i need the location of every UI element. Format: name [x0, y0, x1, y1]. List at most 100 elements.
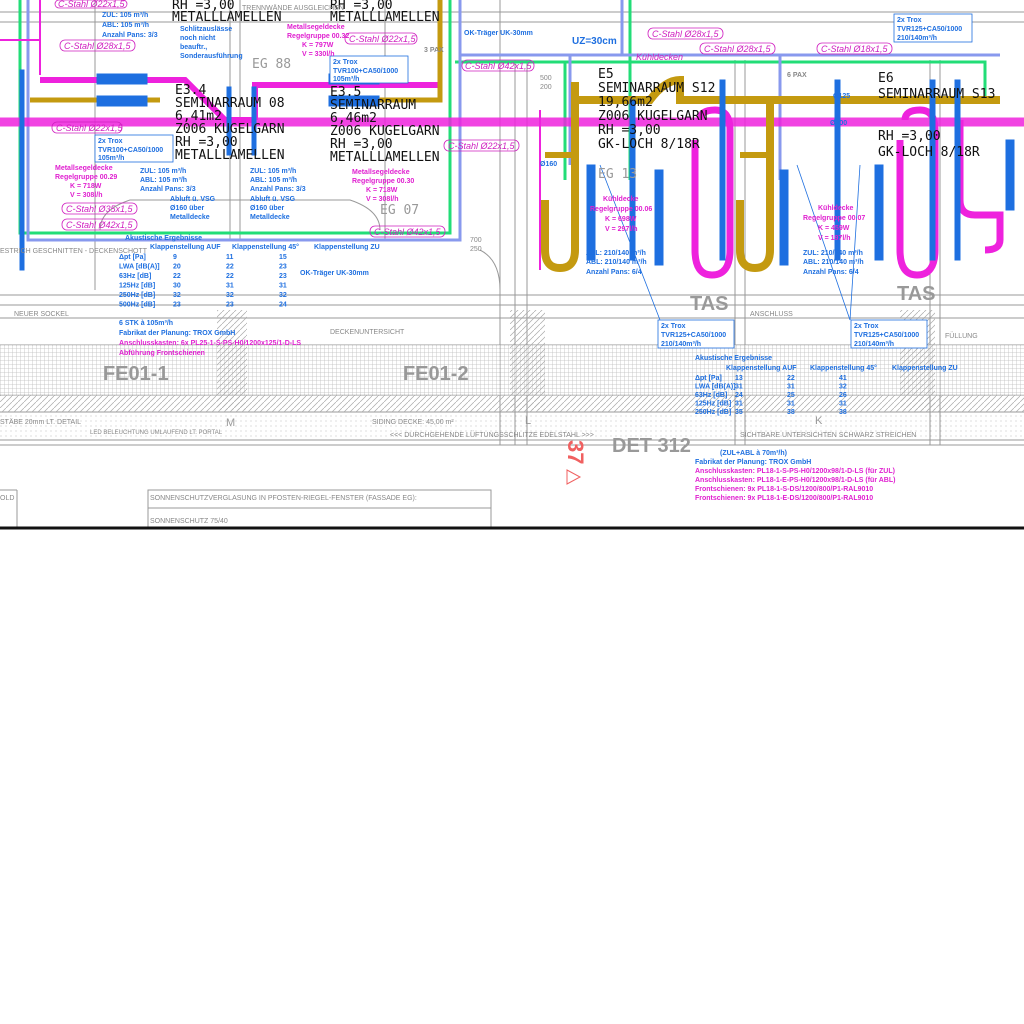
note: Frontschienen: 9x PL18-1-E-DS/1200/800/P…	[695, 495, 873, 502]
cooling-group: Metallsegeldecke Regelgruppe 00.32 K = 7…	[287, 24, 349, 58]
table-cell: 22	[226, 264, 234, 271]
trox-type: TVR125+CA50/1000	[897, 26, 962, 33]
abl: ABL: 210/140 m³/h	[586, 259, 647, 266]
note: NEUER SOCKEL	[14, 311, 69, 318]
table-cell: 23	[173, 302, 181, 309]
note: ANSCHLUSS	[750, 311, 793, 318]
cooling-group: Kühldecke Regelgruppe 00.07 K = 459W V =…	[803, 205, 865, 242]
cool-v: V = 197l/h	[818, 235, 851, 242]
table-header: Klappenstellung ZU	[892, 365, 958, 372]
table-cell: 31	[839, 401, 847, 408]
facade-dots	[0, 412, 1024, 440]
air-e6: ZUL: 210/140 m³/h ABL: 210/140 m³/h Anza…	[803, 250, 864, 276]
note: Metalldecke	[170, 214, 210, 221]
note: Anschlusskasten: 6x PL25-1-S-PS-H0/1200x…	[119, 340, 301, 347]
trox-qty: 2x Trox	[854, 323, 879, 330]
cool-k: K = 797W	[302, 42, 334, 49]
count: Anzahl Pans: 6/4	[803, 269, 859, 276]
fe-label: FE01-2	[403, 363, 469, 385]
table-cell: 20	[173, 264, 181, 271]
tas-label: TAS	[690, 293, 729, 315]
table-header: Klappenstellung AUF	[726, 365, 797, 372]
acoustic-table-left: Akustische Ergebnisse Klappenstellung AU…	[119, 235, 380, 357]
note: <<< DURCHGEHENDE LÜFTUNGSSCHLITZE EDELST…	[390, 431, 594, 439]
room-tag: EG 07	[380, 203, 419, 218]
note: FÜLLUNG	[945, 332, 978, 340]
ok-label: OK-Träger UK-30mm	[300, 270, 369, 277]
table-row-label: 500Hz [dB]	[119, 302, 155, 309]
room-name: SEMINARRAUM S13	[878, 87, 995, 102]
dimension: 500	[540, 75, 552, 82]
table-cell: 31	[787, 401, 795, 408]
table-cell: 32	[226, 292, 234, 299]
zul: ZUL: 105 m³/h	[140, 168, 186, 175]
table-row-label: LWA [dB(A)]	[119, 264, 160, 271]
table-cell: 24	[735, 392, 743, 399]
table-cell: 23	[226, 302, 234, 309]
note: STÄBE 20mm LT. DETAIL	[0, 418, 81, 426]
cool-k: K = 459W	[818, 225, 850, 232]
table-cell: 22	[787, 375, 795, 382]
pipe-labels	[51, 0, 893, 238]
dimension: 250	[470, 246, 482, 253]
trox-qty: 2x Trox	[98, 138, 123, 145]
note: TRENNWÄNDE AUSGLEICHEN	[242, 4, 344, 12]
column-hatch	[217, 310, 247, 410]
note: Anschlusskasten: PL18-1-E-PS-H0/1200x98/…	[695, 477, 895, 484]
air-e5: ZUL: 210/140 m³/h ABL: 210/140 m³/h Anza…	[586, 250, 647, 276]
note: (ZUL+ABL à 70m³/h)	[720, 450, 787, 457]
trox-type: TVR100+CA50/1000	[333, 68, 398, 75]
table-cell: 41	[839, 375, 847, 382]
table-cell: 30	[173, 283, 181, 290]
room-id: E5	[598, 67, 614, 82]
note: SONNENSCHUTZVERGLASUNG IN PFOSTEN-RIEGEL…	[150, 495, 417, 502]
room-tag: EG 88	[252, 57, 291, 72]
cool-title: Kühldecke	[818, 205, 854, 212]
pipe-label: C-Stahl Ø28x1,5	[652, 29, 720, 39]
cool-v: V = 297l/h	[605, 226, 638, 233]
supply-grilles	[19, 69, 1015, 271]
note: Abluft ü. VSG	[170, 196, 216, 203]
note: Abluft ü. VSG	[250, 196, 296, 203]
room-e3-5: E3.5 SEMINARRAUM 6,46m2 Z006 KUGELGARN R…	[330, 85, 440, 218]
room-tag: EG 13	[598, 167, 637, 182]
trox-type: TVR125+CA50/1000	[661, 332, 726, 339]
room-id: E6	[878, 71, 894, 86]
table-cell: 31	[226, 283, 234, 290]
trox-qty: 2x Trox	[661, 323, 686, 330]
cool-group: Regelgruppe 00.06	[590, 206, 652, 213]
note: LED BELEUCHTUNG UMLAUFEND LT. PORTAL	[90, 430, 223, 436]
zul: ZUL: 210/140 m³/h	[586, 250, 646, 257]
note: 6 STK à 105m³/h	[119, 320, 173, 327]
cool-v: V = 330l/h	[302, 51, 335, 58]
air-ducts	[30, 0, 1000, 273]
note: Frontschienen: 9x PL18-1-S-DS/1200/800/P…	[695, 486, 873, 493]
trox-type: TVR125+CA50/1000	[854, 332, 919, 339]
zul: ZUL: 105 m³/h	[250, 168, 296, 175]
note: OLD	[0, 495, 14, 502]
table-cell: 9	[173, 254, 177, 261]
room-ceiling: METALLLAMELLEN	[172, 10, 282, 25]
room-e5: E5 SEMINARRAUM S12 19,66m2 Z006 KUGELGAR…	[598, 67, 715, 182]
table-cell: 38	[839, 409, 847, 416]
count: Anzahl Pans: 6/4	[586, 269, 642, 276]
pipe-label: C-Stahl Ø28x1,5	[64, 41, 132, 51]
room-height: RH =3,00	[172, 0, 235, 13]
table-row-label: 125Hz [dB]	[119, 283, 155, 290]
cool-k: K = 718W	[70, 183, 102, 190]
table-row-label: 250Hz [dB]	[695, 409, 731, 416]
kuehldecken-label: Kühldecken	[636, 52, 683, 62]
abl: ABL: 105 m³/h	[140, 177, 187, 184]
room-e3-4: E3.4 SEMINARRAUM 08 6,41m2 Z006 KUGELGAR…	[175, 83, 285, 163]
note: Schlitzauslässe	[180, 26, 232, 33]
table-row-label: Δpt [Pa]	[695, 375, 722, 382]
room-name: SEMINARRAUM S12	[598, 81, 715, 96]
pax-label: 3 PAX	[424, 47, 444, 54]
trox-texts: 2x Trox TVR100+CA50/1000 105m³/h 2x Trox…	[98, 17, 962, 348]
table-cell: 13	[735, 375, 743, 382]
note: SICHTBARE UNTERSICHTEN SCHWARZ STREICHEN	[740, 432, 916, 439]
table-cell: 25	[787, 392, 795, 399]
table-header: Klappenstellung 45°	[810, 364, 877, 372]
note: Sonderausführung	[180, 53, 243, 60]
